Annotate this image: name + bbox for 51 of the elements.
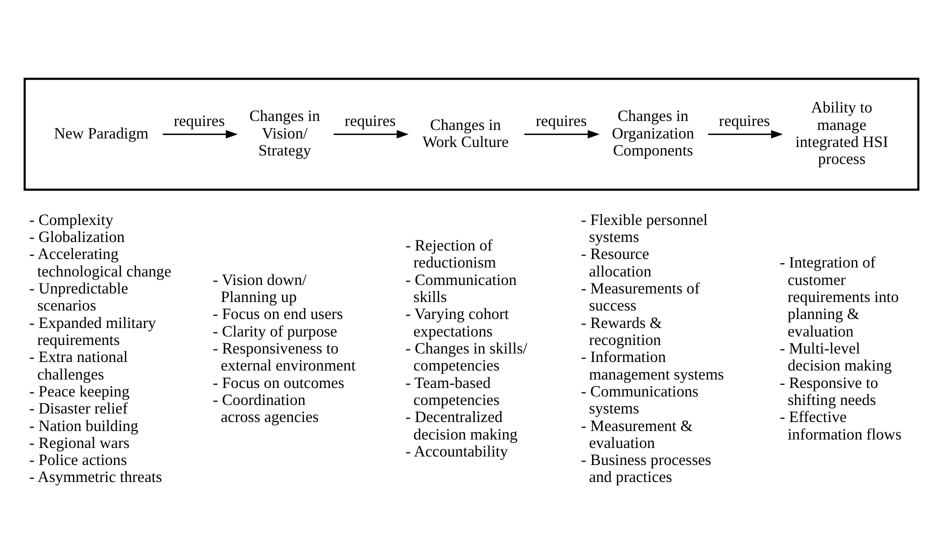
node-label: - Focus on end users [212,306,343,323]
arrow [524,130,600,138]
cluster [24,77,920,190]
node-text: Ability to manage integrated HSI process [795,99,888,168]
arrow [708,130,783,138]
edge-label: requires [536,112,587,130]
node-label: - Disaster relief [29,400,128,418]
node-label: - Communication skills [406,271,517,306]
node-label: - Clarity of purpose [212,322,338,340]
arrow [162,130,238,138]
node-text: Changes in Work Culture [422,116,509,150]
node-label: - Rewards & recognition [581,314,662,348]
edge-label: requires [718,112,770,130]
node-label: - Regional wars [29,434,130,452]
node-label: - Police actions [29,452,127,469]
node-label: - Measurements of success [581,280,700,314]
node-label: - Coordination across agencies [212,392,319,426]
node-label: - Complexity [29,211,114,228]
node-label: - Flexible personnel systems [581,211,708,246]
node-label: - Effective information flows [780,408,902,443]
node-label: - Responsiveness to external environment [212,340,356,374]
node-label: - Integration of customer requirements into planning & evaluation [780,254,899,340]
node-label: - Business processes and practices [581,452,712,486]
edge-label: requires [344,112,396,130]
node-label: - Resource allocation [581,246,652,280]
node-label: - Information management systems [581,348,724,383]
node-label: - Peace keeping [29,382,130,400]
node-label: - Accountability [406,442,508,460]
node-text: Changes in Vision/ Strategy [249,108,320,160]
node-label: - Responsive to shifting needs [780,374,878,409]
node-text: New Paradigm [54,124,148,142]
node-label: - Varying cohort expectations [406,306,509,340]
node-label: - Unpredictable scenarios [29,280,128,314]
node-label: - Measurement & evaluation [581,417,693,452]
node-label: - Vision down/ Planning up [212,271,307,306]
node-label: - Expanded military requirements [29,314,156,348]
node-label: - Multi-level decision making [780,340,892,374]
node-label: - Rejection of reductionism [406,237,496,272]
node-label: - Decentralized decision making [406,408,518,443]
node-label: - Extra national challenges [29,348,128,383]
node-label: - Accelerating technological change [29,246,172,280]
node-label: - Globalization [29,228,125,246]
node-text: Changes in Organization Components [612,108,694,160]
node-label: - Communications systems [581,382,698,418]
node-label: - Changes in skills/ competencies [406,340,528,374]
node-label: - Focus on outcomes [212,374,344,392]
node-label: - Nation building [29,417,138,434]
node-label: - Team-based competencies [406,374,500,409]
arrow [334,130,409,138]
edge-label: requires [174,112,225,130]
node-label: - Asymmetric threats [29,468,162,486]
